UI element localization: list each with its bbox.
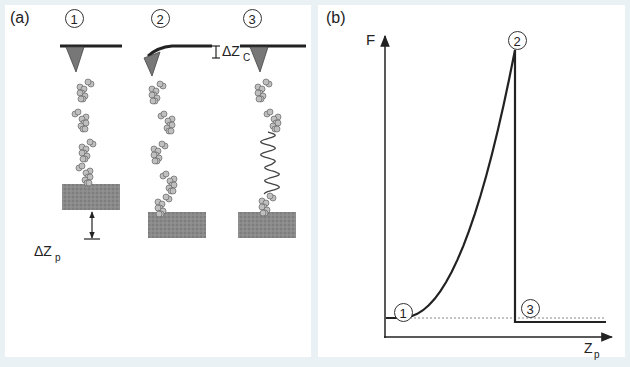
substrate bbox=[148, 212, 206, 238]
protein-domain bbox=[80, 156, 86, 162]
protein-domain bbox=[156, 211, 162, 217]
protein-chains bbox=[72, 79, 281, 217]
axis-label: (b) bbox=[326, 10, 346, 26]
protein-domain bbox=[161, 111, 167, 117]
callout-number: 3 bbox=[243, 9, 262, 28]
protein-domain bbox=[159, 141, 165, 147]
axis-label: ΔZ bbox=[222, 44, 240, 58]
protein-domain bbox=[78, 96, 84, 102]
axis-label: ΔZ bbox=[34, 244, 52, 258]
callout-number: 1 bbox=[394, 303, 413, 322]
protein-domain bbox=[86, 180, 92, 186]
callout-number: 2 bbox=[508, 31, 527, 50]
unfolded-strand bbox=[261, 132, 280, 194]
axis-label: (a) bbox=[10, 10, 30, 26]
protein-domain bbox=[274, 126, 280, 132]
callout-number: 1 bbox=[65, 9, 84, 28]
protein-domain bbox=[157, 81, 163, 87]
cantilever bbox=[240, 46, 306, 72]
substrate bbox=[238, 212, 296, 238]
protein-domain bbox=[82, 126, 88, 132]
protein-domain bbox=[267, 193, 273, 199]
protein-domain bbox=[163, 171, 169, 177]
deflection-bracket bbox=[212, 46, 220, 58]
protein-domain bbox=[168, 128, 174, 134]
callout-number: 3 bbox=[521, 299, 540, 318]
protein-domain bbox=[75, 109, 81, 115]
axis-label: F bbox=[366, 32, 375, 47]
protein-domain bbox=[87, 139, 93, 145]
force-curve bbox=[386, 50, 606, 322]
bent-cantilever bbox=[144, 46, 212, 76]
panel-a bbox=[5, 5, 311, 357]
protein-domain bbox=[152, 158, 158, 164]
axis-label: p bbox=[55, 253, 61, 263]
protein-domain bbox=[260, 210, 266, 216]
protein-domain bbox=[256, 96, 262, 102]
protein-domain bbox=[150, 98, 156, 104]
axis-label: C bbox=[243, 53, 250, 63]
protein-domain bbox=[85, 79, 91, 85]
protein-domain bbox=[170, 188, 176, 194]
baseline bbox=[386, 318, 606, 319]
panel-b bbox=[318, 5, 625, 357]
axes bbox=[384, 36, 612, 338]
axis-label: p bbox=[594, 350, 600, 360]
substrate bbox=[62, 184, 120, 210]
displacement-arrow bbox=[84, 212, 100, 239]
protein-domain bbox=[263, 79, 269, 85]
axis-label: Z bbox=[584, 341, 593, 355]
protein-domain bbox=[79, 163, 85, 169]
protein-domain bbox=[163, 194, 169, 200]
callout-number: 2 bbox=[151, 9, 170, 28]
cantilever bbox=[60, 46, 122, 72]
protein-domain bbox=[267, 109, 273, 115]
